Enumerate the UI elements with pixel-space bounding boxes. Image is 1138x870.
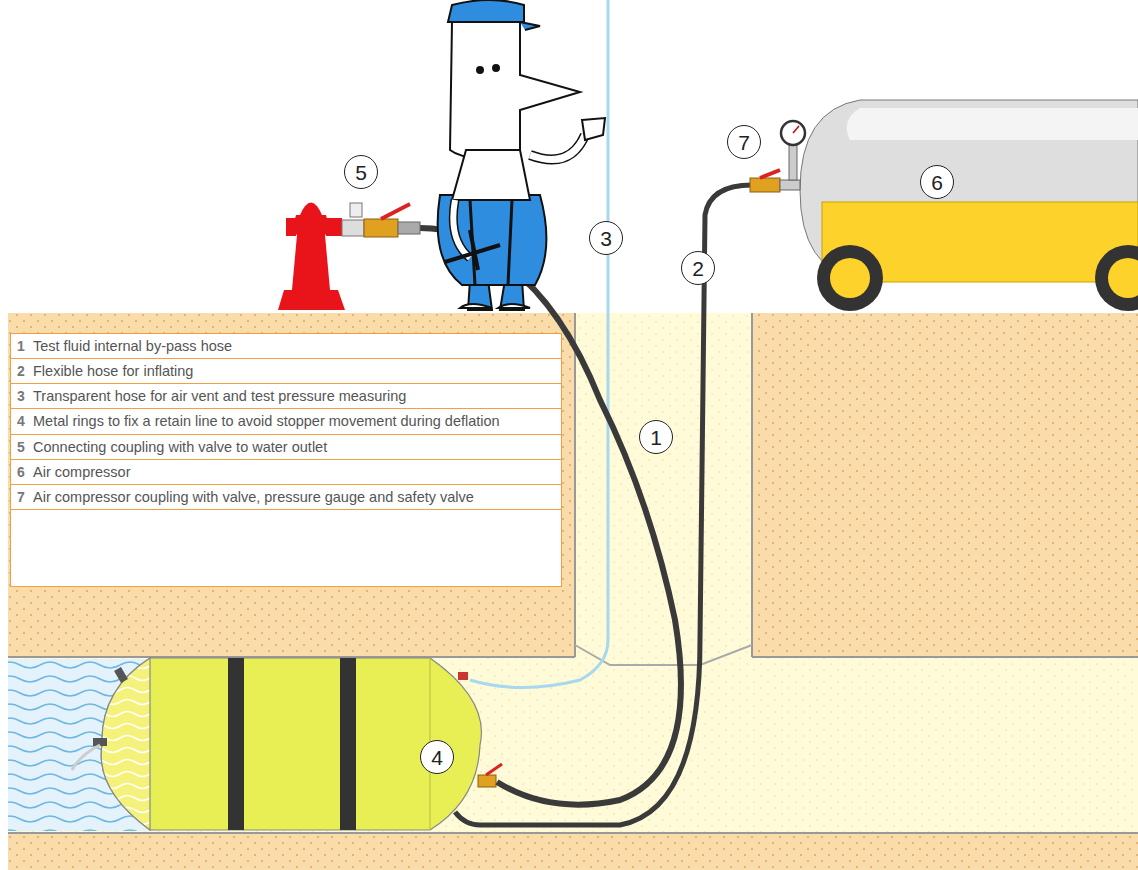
table-row: 4Metal rings to fix a retain line to avo… [11, 409, 561, 434]
callout-number: 1 [639, 420, 673, 454]
worker [438, 0, 605, 310]
table-cell: 3 [17, 388, 33, 404]
callout-text: 6 [931, 172, 943, 193]
table-cell: 6 [17, 464, 33, 480]
table-cell: 7 [17, 489, 33, 505]
water [8, 659, 158, 831]
air-compressor [800, 100, 1138, 311]
table-cell: 5 [17, 439, 33, 455]
callout-number: 6 [920, 165, 954, 199]
callout-number: 7 [727, 125, 761, 159]
table-cell: Flexible hose for inflating [33, 362, 193, 380]
callout-number: 5 [344, 155, 378, 189]
table-cell: Metal rings to fix a retain line to avoi… [33, 412, 500, 430]
fire-hydrant [278, 203, 345, 311]
table-row: 2Flexible hose for inflating [11, 359, 561, 384]
callout-number: 3 [589, 221, 623, 255]
shaft [575, 313, 752, 663]
callout-number: 2 [681, 251, 715, 285]
table-row: 7Air compressor coupling with valve, pre… [11, 485, 561, 510]
callout-text: 2 [692, 258, 704, 279]
table-cell: Connecting coupling with valve to water … [33, 438, 327, 456]
ground [8, 313, 1138, 870]
table-cell: 1 [17, 338, 33, 354]
table-row: 5Connecting coupling with valve to water… [11, 435, 561, 460]
table-cell: Transparent hose for air vent and test p… [33, 387, 406, 405]
table-cell: Test fluid internal by-pass hose [33, 337, 232, 355]
compressor-coupling [750, 121, 805, 192]
table-cell: Air compressor coupling with valve, pres… [33, 488, 474, 506]
callout-text: 3 [600, 228, 612, 249]
table-cell: 2 [17, 363, 33, 379]
callout-text: 4 [431, 747, 443, 768]
table-cell: 4 [17, 413, 33, 429]
table-row [11, 510, 561, 586]
water-coupling [342, 203, 420, 237]
parts-table: 1Test fluid internal by-pass hose2Flexib… [10, 333, 562, 587]
callout-number: 4 [420, 740, 454, 774]
table-row: 6Air compressor [11, 460, 561, 485]
callout-text: 1 [650, 427, 662, 448]
callout-text: 5 [355, 162, 367, 183]
table-row: 1Test fluid internal by-pass hose [11, 334, 561, 359]
callout-text: 7 [738, 132, 750, 153]
table-cell: Air compressor [33, 463, 131, 481]
table-row: 3Transparent hose for air vent and test … [11, 384, 561, 409]
pipe-stopper [72, 658, 502, 830]
